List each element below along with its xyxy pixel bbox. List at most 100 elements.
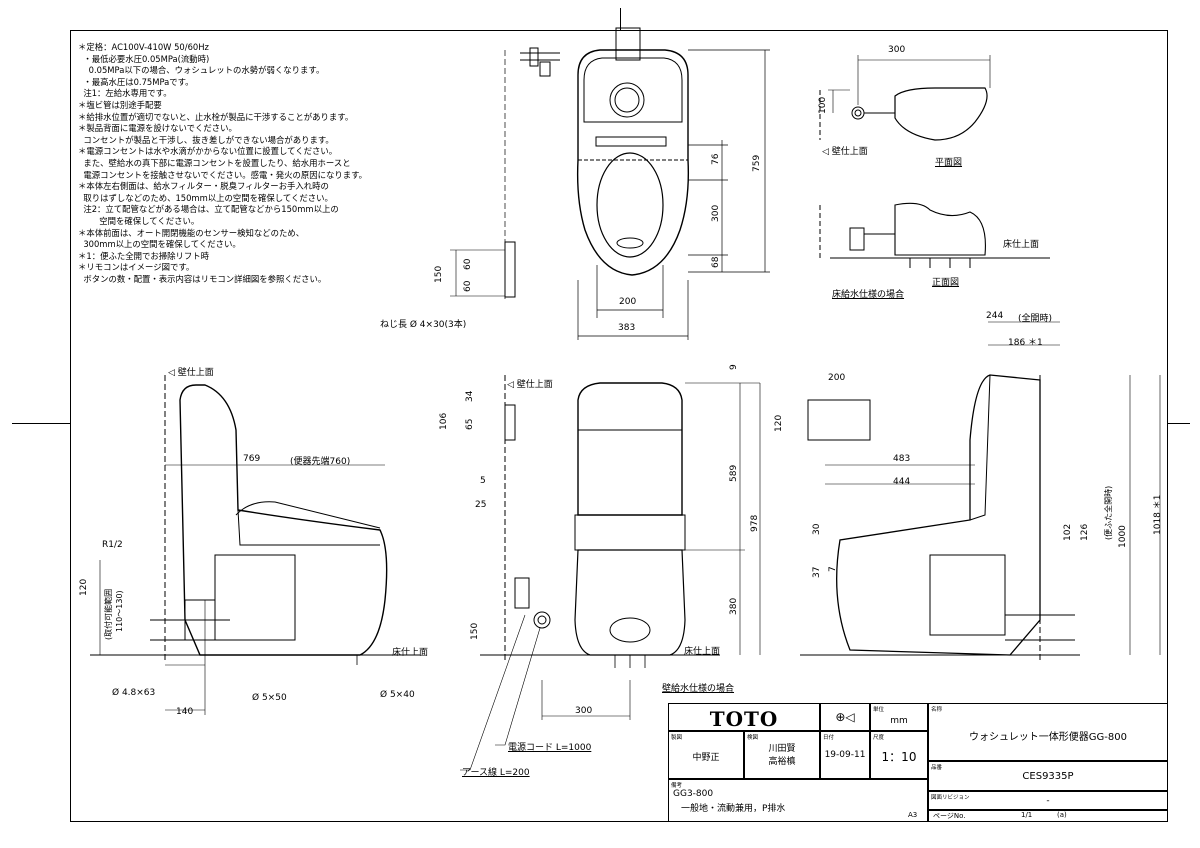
note-line: ＊塩ビ管は別途手配要 (78, 99, 162, 110)
dim-7: 7 (828, 566, 838, 572)
dim-60a: 60 (463, 258, 473, 270)
scale-value: 1：10 (881, 750, 917, 764)
date-cell: 日付 19-09-11 (820, 731, 870, 779)
floor-label-center: 床仕上面 (684, 647, 721, 657)
dim-383: 383 (618, 323, 636, 333)
dim-1018: 1018 ＊1 (1153, 494, 1163, 536)
note-line: 空間を確保してください。 (78, 215, 200, 226)
drawn-cell: 製図 中野正 (668, 731, 744, 779)
note-line: コンセントが製品と干渉し、抜き差しができない場合があります。 (78, 134, 334, 145)
center-mark-right (1168, 423, 1190, 424)
front-view-center (460, 375, 761, 771)
logo-cell: TOTO (668, 703, 820, 731)
r12-label: R1/2 (102, 540, 123, 550)
plan-view-label: 平面図 (935, 158, 963, 168)
wall-label-plan: ◁ 壁仕上面 (822, 147, 868, 157)
dim-200-remote: 200 (828, 373, 846, 383)
remark-cell: 備考 GG3-800 一般地・流動兼用，P排水 (668, 779, 928, 822)
dim-483: 483 (893, 454, 911, 464)
dim-759: 759 (752, 154, 762, 172)
dim-244: 244 (986, 311, 1004, 321)
seat-tip-label: (便器先端760) (290, 457, 351, 467)
remark-1: GG3-800 (673, 789, 714, 799)
dim-9: 9 (729, 364, 739, 370)
dim-30: 30 (812, 523, 822, 535)
note-line: ＊給排水位置が適切でないと、止水栓が製品に干渉することがあります。 (78, 111, 354, 122)
dim-68: 68 (711, 256, 721, 268)
page-cell: ページNo. 1/1 (a) (928, 810, 1168, 822)
note-line: ・最高水圧は0.75MPaです。 (78, 76, 194, 87)
install-range-label: (取付可能範囲 (104, 588, 113, 640)
wall-supply-label: 壁給水仕様の場合 (662, 684, 735, 694)
dim-100: 100 (818, 96, 828, 114)
wall-label-center: ◁ 壁仕上面 (507, 380, 553, 390)
floor-supply-label: 床給水仕様の場合 (832, 290, 905, 300)
note-line: ＊製品背面に電源を設けないでください。 (78, 123, 237, 134)
name-cell: 名称 ウォシュレット一体形便器GG-800 (928, 703, 1168, 761)
note-line: ＊1：便ふた全開でお掃除リフト時 (78, 250, 209, 261)
note-line: 300mm以上の空間を確保してください。 (78, 239, 241, 250)
dim-150-front: 150 (470, 622, 480, 640)
note-line: 取りはずしなどのため、150mm以上の空間を確保してください。 (78, 192, 333, 203)
note-line: ＊リモコンはイメージ図です。 (78, 262, 195, 273)
front-view-detail (819, 202, 1050, 268)
sheet-id: (a) (1057, 811, 1067, 819)
dim-25: 25 (475, 500, 487, 510)
note-line: ボタンの数・配置・表示内容はリモコン詳細図を参照ください。 (78, 273, 327, 284)
checked-cell: 検図 川田賢 高裕槙 (744, 731, 820, 779)
spec-notes: ＊定格：AC100V-410W 50/60Hz ・最低必要水圧0.05MPa(流… (78, 42, 378, 285)
screw-label: ねじ長 Ø 4×30(3本) (380, 320, 467, 330)
dim-380: 380 (729, 597, 739, 615)
dim-150-remote: 150 (434, 265, 444, 283)
dim-60b: 60 (463, 280, 473, 292)
install-range-label2: 110〜130) (115, 590, 124, 632)
floor-label-detail: 床仕上面 (1003, 240, 1040, 250)
model-cell: 品番 CES9335P (928, 761, 1168, 791)
dim-5: 5 (480, 476, 486, 486)
note-line: 電源コンセントを接触させないでください。感電・発火の原因になります。 (78, 169, 367, 180)
floor-label-left: 床仕上面 (392, 648, 429, 658)
date-value: 19-09-11 (824, 750, 866, 760)
dim-300-plan: 300 (888, 45, 906, 55)
dim-1000: 1000 (1118, 525, 1128, 548)
dim-140: 140 (176, 707, 194, 717)
earth-wire-label: アース線 L=200 (462, 768, 530, 778)
scale-cell: 尺度 1：10 (870, 731, 928, 779)
revision-value: - (1046, 796, 1050, 806)
center-mark-top (620, 8, 621, 30)
note-line: ＊電源コンセントは水や水滴がかからない位置に設置してください。 (78, 146, 338, 157)
note-line: 注2：立て配管などがある場合は、立て配管などから150mm以上の (78, 204, 339, 215)
product-name: ウォシュレット一体形便器GG-800 (969, 732, 1127, 743)
title-block: TOTO ⊕◁ 単位 mm 名称 ウォシュレット一体形便器GG-800 製図 中… (668, 703, 1168, 822)
note-line: ＊本体前面は、オート開閉機能のセンサー検知などのため、 (78, 227, 305, 238)
side-view-right (800, 321, 1161, 660)
dim-37: 37 (812, 566, 822, 578)
dim-76: 76 (711, 153, 721, 165)
dim-126: 126 (1080, 523, 1090, 541)
lid-open-label: (便ふた全開時) (1104, 485, 1113, 540)
toto-logo: TOTO (709, 707, 779, 731)
remark-2: 一般地・流動兼用，P排水 (681, 804, 786, 814)
projection-symbol: ⊕◁ (820, 703, 870, 731)
paper-size: A3 (908, 811, 918, 819)
unit-cell: 単位 mm (870, 703, 928, 731)
note-line: ＊本体左右側面は、給水フィルター・脱臭フィルターお手入れ時の (78, 181, 329, 192)
remote-side-top (450, 241, 516, 298)
page-number: 1/1 (1021, 811, 1033, 819)
top-view-toilet (576, 27, 689, 276)
center-mark-left (12, 423, 70, 424)
dim-444: 444 (893, 477, 911, 487)
dim-300-front: 300 (575, 706, 593, 716)
dim-106: 106 (439, 412, 449, 430)
dim-34: 34 (465, 390, 475, 402)
note-line: 注1：左給水専用です。 (78, 88, 172, 99)
checked-by-2: 高裕槙 (768, 757, 796, 767)
drawing-frame (70, 30, 1168, 822)
note-line: また、壁給水の真下部に電源コンセントを設置したり、給水用ホースと (78, 157, 351, 168)
dim-769: 769 (243, 454, 261, 464)
projection-icon: ⊕◁ (835, 710, 855, 724)
dia-5x40-label: Ø 5×40 (380, 690, 415, 700)
dim-65: 65 (465, 418, 475, 430)
wall-label-left: ◁ 壁仕上面 (168, 368, 214, 378)
